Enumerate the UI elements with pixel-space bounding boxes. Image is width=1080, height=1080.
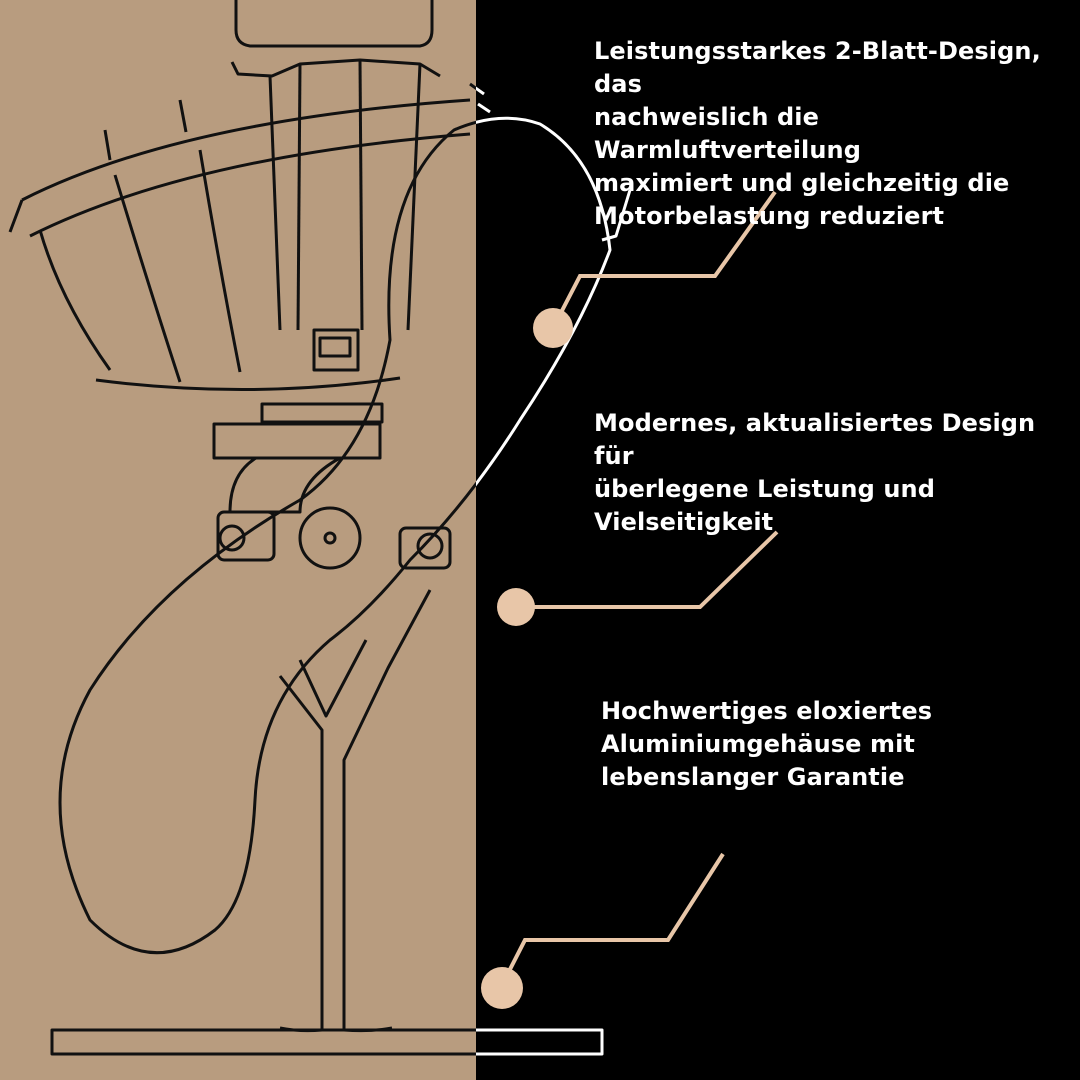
- black-background: [476, 0, 1080, 1080]
- callout-lines: [500, 190, 779, 986]
- callout-line-3: [500, 852, 725, 986]
- callout-line-1: [551, 190, 777, 329]
- feature-text-modern-design: Modernes, aktualisiertes Design für über…: [594, 409, 1036, 536]
- callout-line-2: [516, 530, 779, 609]
- callout-dot-3: [481, 967, 523, 1009]
- feature-text-aluminium-housing: Hochwertiges eloxiertes Aluminiumgehäuse…: [601, 697, 933, 791]
- callout-dot-2: [497, 588, 535, 626]
- feature-text-blade-design: Leistungsstarkes 2-Blatt-Design, das nac…: [594, 37, 1041, 230]
- callout-dot-1: [533, 308, 573, 348]
